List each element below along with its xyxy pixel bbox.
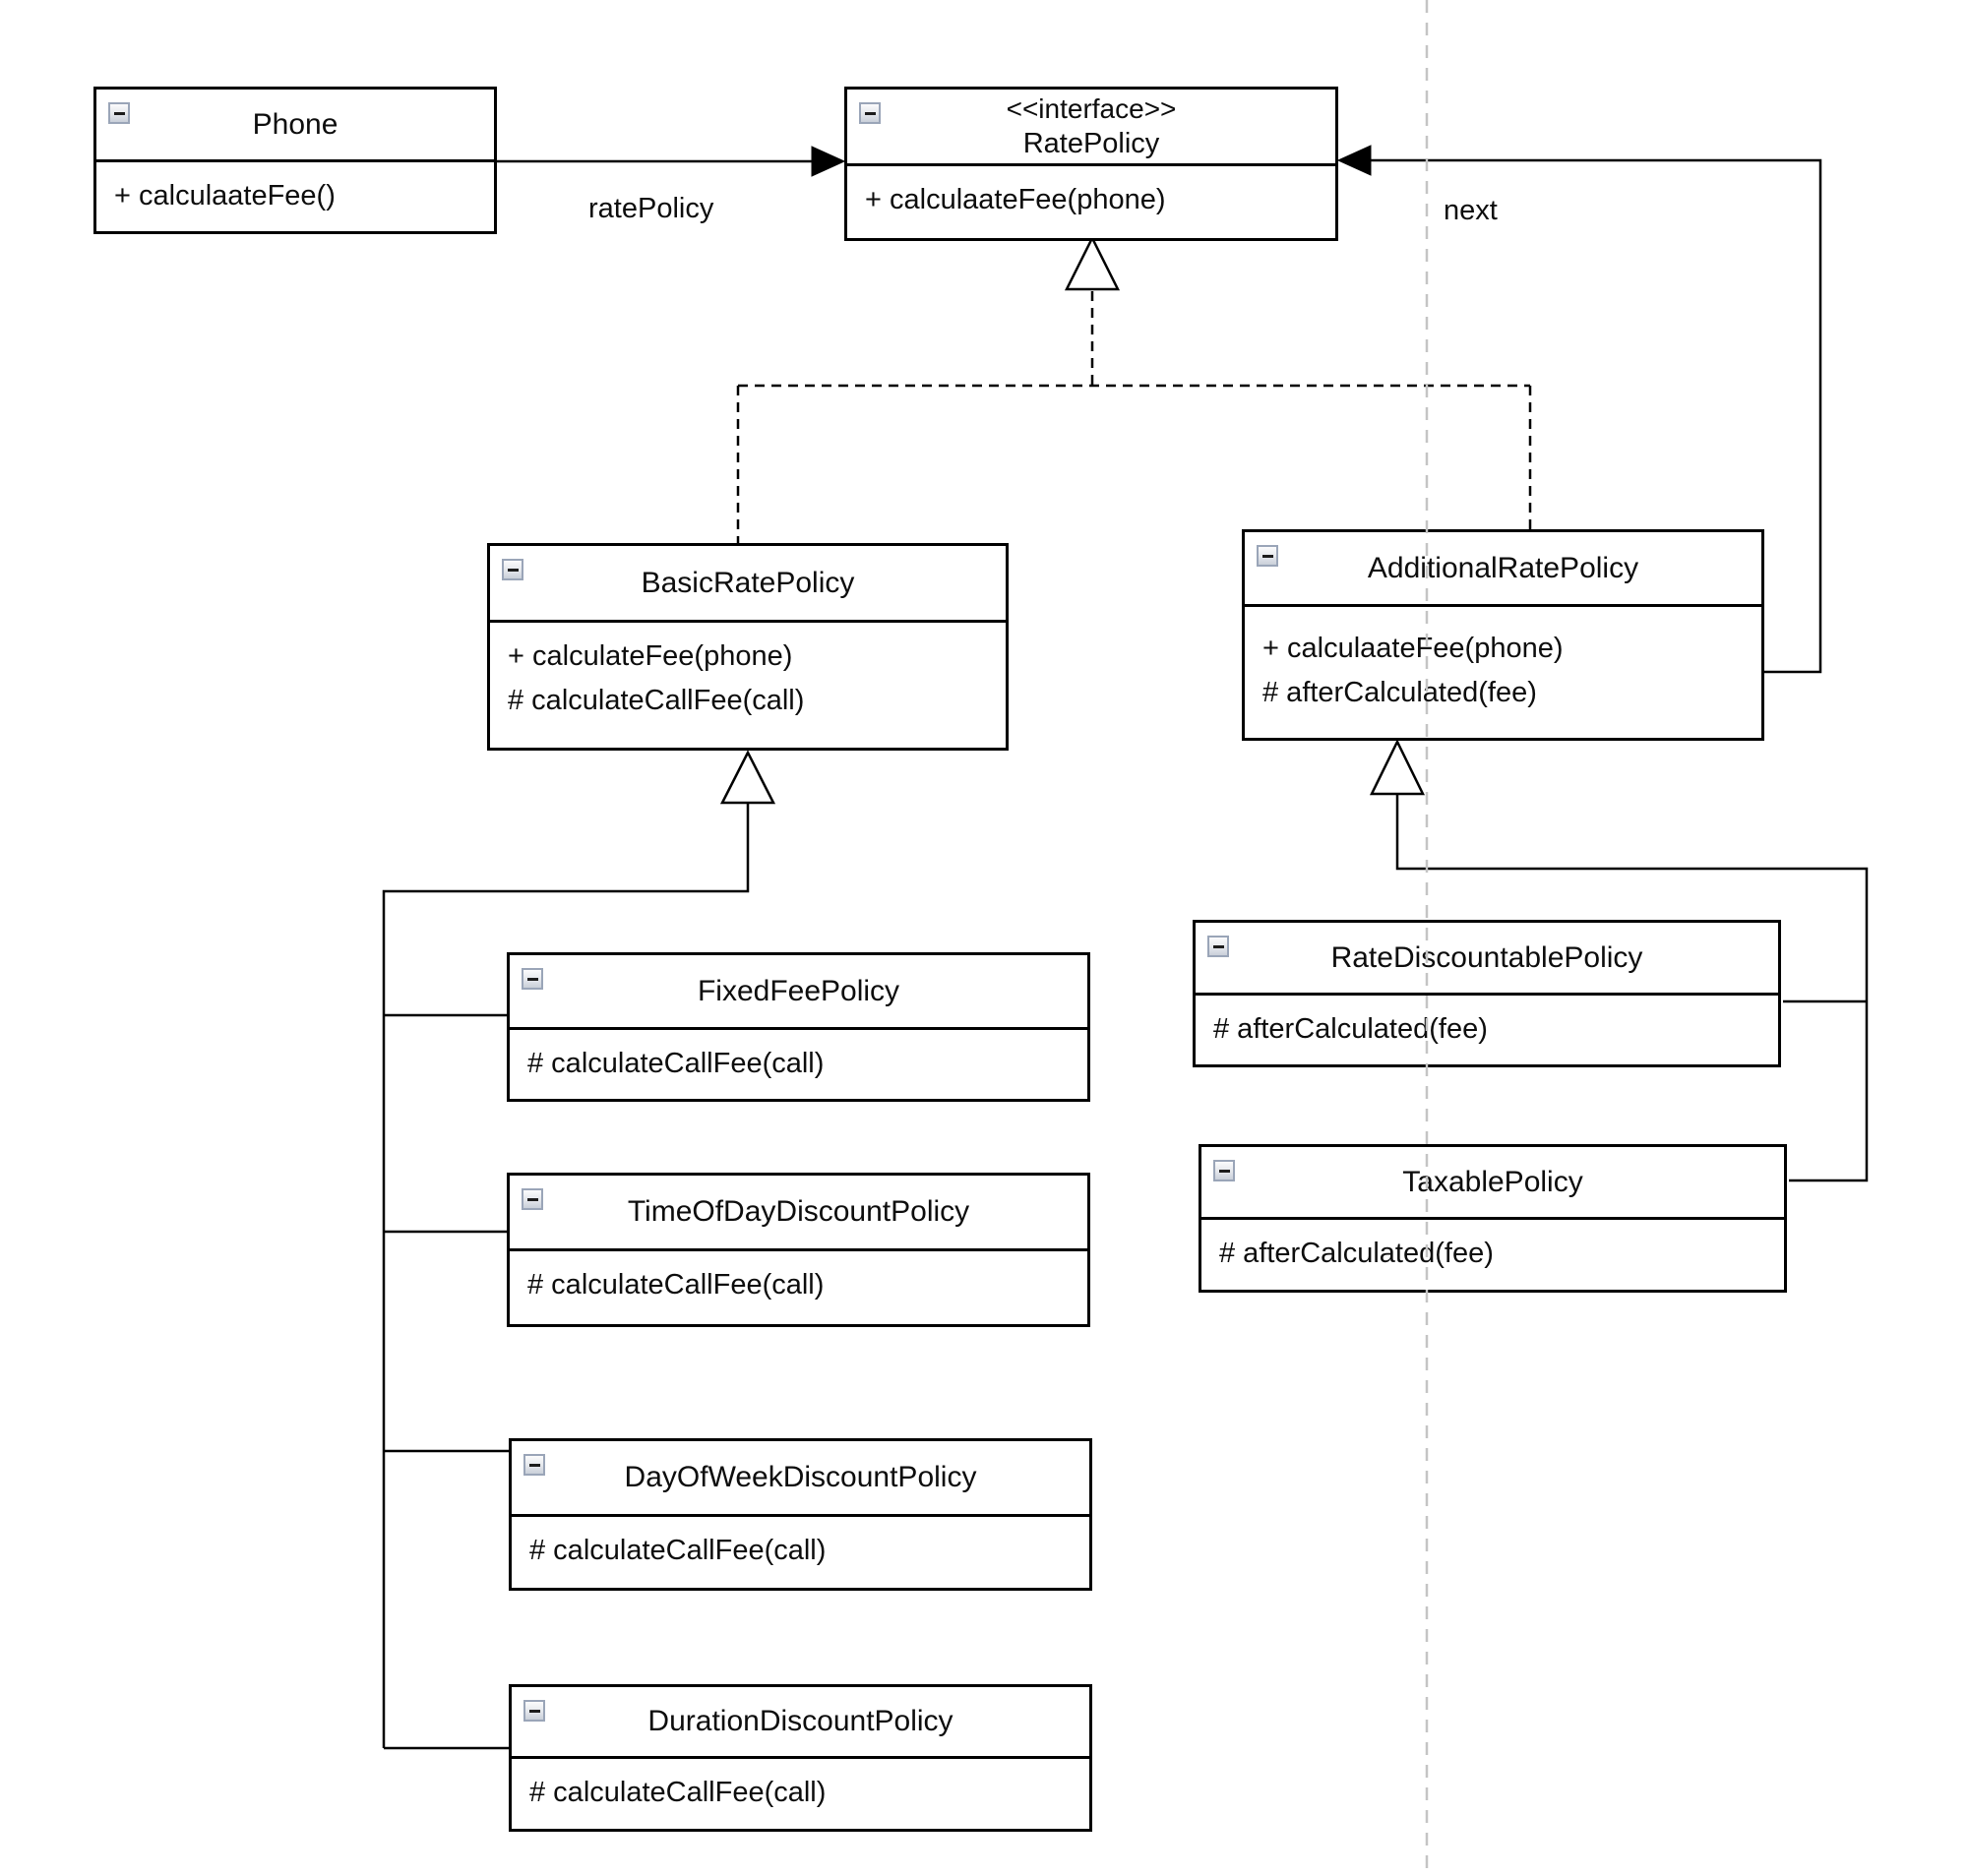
hollow-triangle-icon <box>1064 235 1121 291</box>
association-label-next: next <box>1444 195 1498 226</box>
class-ratediscountablepolicy[interactable]: RateDiscountablePolicy # afterCalculated… <box>1193 920 1781 1067</box>
method: # afterCalculated(fee) <box>1213 1013 1488 1045</box>
method-list: + calculateFee(phone) # calculateCallFee… <box>490 623 1006 723</box>
collapse-minus-icon[interactable] <box>522 968 543 990</box>
class-phone[interactable]: Phone + calculaateFee() <box>93 87 497 234</box>
collapse-minus-icon[interactable] <box>1257 545 1278 567</box>
method-list: + calculaateFee(phone) <box>847 166 1335 222</box>
method-list: # calculateCallFee(call) <box>512 1759 1089 1815</box>
class-durationdiscountpolicy[interactable]: DurationDiscountPolicy # calculateCallFe… <box>509 1684 1092 1832</box>
class-title-bar: AdditionalRatePolicy <box>1245 532 1761 607</box>
class-name: BasicRatePolicy <box>641 566 855 599</box>
method-list: # calculateCallFee(call) <box>512 1517 1089 1573</box>
method: + calculaateFee(phone) <box>1262 633 1564 664</box>
class-name: TimeOfDayDiscountPolicy <box>627 1195 970 1228</box>
class-title-bar: TimeOfDayDiscountPolicy <box>510 1176 1087 1251</box>
class-basicratepolicy[interactable]: BasicRatePolicy + calculateFee(phone) # … <box>487 543 1009 751</box>
method-list: # afterCalculated(fee) <box>1196 996 1778 1052</box>
method: # afterCalculated(fee) <box>1219 1238 1494 1269</box>
class-name: AdditionalRatePolicy <box>1367 551 1639 584</box>
association-ratepolicy <box>497 146 846 177</box>
class-name: Phone <box>252 107 338 141</box>
collapse-minus-icon[interactable] <box>1207 936 1229 957</box>
realization-links <box>736 235 1532 543</box>
method: + calculaateFee(phone) <box>865 184 1166 215</box>
generalization-additional <box>1369 739 1869 1182</box>
class-title-bar: FixedFeePolicy <box>510 955 1087 1030</box>
collapse-minus-icon[interactable] <box>522 1188 543 1210</box>
class-title-bar: TaxablePolicy <box>1201 1147 1784 1220</box>
class-name: FixedFeePolicy <box>697 974 900 1007</box>
method: + calculateFee(phone) <box>508 640 793 672</box>
class-title-bar: RateDiscountablePolicy <box>1196 923 1778 996</box>
filled-arrowhead-left-icon <box>1336 145 1372 176</box>
class-name: RatePolicy <box>1022 127 1160 159</box>
class-name: RateDiscountablePolicy <box>1330 940 1643 974</box>
class-title-bar: <<interface>> RatePolicy <box>847 90 1335 166</box>
filled-arrowhead-right-icon <box>811 146 846 177</box>
method-list: # calculateCallFee(call) <box>510 1030 1087 1086</box>
method-list: # calculateCallFee(call) <box>510 1251 1087 1307</box>
class-additionalratepolicy[interactable]: AdditionalRatePolicy + calculaateFee(pho… <box>1242 529 1764 741</box>
stereotype-label: <<interface>> <box>1006 92 1177 124</box>
hollow-triangle-icon <box>719 750 776 805</box>
method: # calculateCallFee(call) <box>529 1777 827 1808</box>
class-title-bar: BasicRatePolicy <box>490 546 1006 623</box>
class-timeofdaydiscountpolicy[interactable]: TimeOfDayDiscountPolicy # calculateCallF… <box>507 1173 1090 1327</box>
class-ratepolicy-interface[interactable]: <<interface>> RatePolicy + calculaateFee… <box>844 87 1338 241</box>
method: + calculaateFee() <box>114 180 336 212</box>
method: # calculateCallFee(call) <box>508 685 805 716</box>
method: # calculateCallFee(call) <box>527 1048 825 1079</box>
collapse-minus-icon[interactable] <box>502 559 523 580</box>
association-label-ratepolicy: ratePolicy <box>588 193 714 224</box>
method-list: # afterCalculated(fee) <box>1201 1220 1784 1276</box>
class-name: DayOfWeekDiscountPolicy <box>624 1461 977 1493</box>
generalization-basic <box>382 750 776 1750</box>
class-title-bar: DurationDiscountPolicy <box>512 1687 1089 1759</box>
collapse-minus-icon[interactable] <box>1213 1160 1235 1181</box>
method: # calculateCallFee(call) <box>527 1269 825 1301</box>
hollow-triangle-icon <box>1369 739 1426 796</box>
class-fixedfeepolicy[interactable]: FixedFeePolicy # calculateCallFee(call) <box>507 952 1090 1102</box>
class-taxablepolicy[interactable]: TaxablePolicy # afterCalculated(fee) <box>1199 1144 1787 1293</box>
class-dayofweekdiscountpolicy[interactable]: DayOfWeekDiscountPolicy # calculateCallF… <box>509 1438 1092 1591</box>
class-name: TaxablePolicy <box>1402 1165 1583 1198</box>
class-title-bar: DayOfWeekDiscountPolicy <box>512 1441 1089 1517</box>
collapse-minus-icon[interactable] <box>859 102 881 124</box>
collapse-minus-icon[interactable] <box>523 1700 545 1722</box>
collapse-minus-icon[interactable] <box>108 102 130 124</box>
class-title-bar: Phone <box>96 90 494 162</box>
class-name: DurationDiscountPolicy <box>647 1705 953 1737</box>
method: # afterCalculated(fee) <box>1262 677 1537 708</box>
collapse-minus-icon[interactable] <box>523 1454 545 1476</box>
method-list: + calculaateFee() <box>96 162 494 218</box>
method-list: + calculaateFee(phone) # afterCalculated… <box>1245 607 1761 715</box>
association-next <box>1336 145 1822 674</box>
method: # calculateCallFee(call) <box>529 1535 827 1566</box>
